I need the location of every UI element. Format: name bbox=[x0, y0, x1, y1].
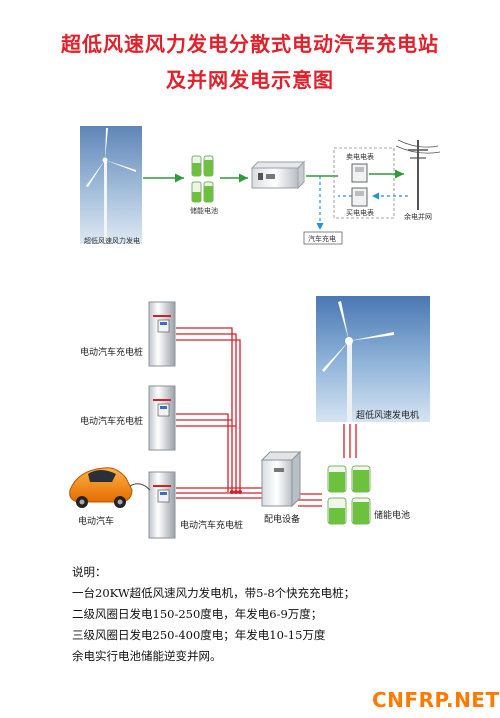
ev-charging-box bbox=[303, 231, 343, 245]
charger-pillar-2 bbox=[148, 385, 176, 451]
notes-line-3: 三级风圈日发电250-400度电；年发电10-15万度 bbox=[72, 628, 326, 642]
bottom-battery-icon bbox=[327, 465, 371, 525]
charger-label-2: 电动汽车充电桩 bbox=[80, 417, 144, 427]
sell-meter-label: 卖电电表 bbox=[346, 153, 374, 161]
grid-label: 余电并网 bbox=[404, 213, 432, 221]
inverter-icon bbox=[250, 160, 306, 190]
storage-battery-label: 储能电池 bbox=[374, 511, 411, 521]
buy-meter-icon bbox=[351, 187, 368, 207]
notes-line-2: 二级风圈日发电150-250度电，年发电6-9万度； bbox=[72, 607, 323, 621]
notes-section: 说明： 一台20KW超低风速风力发电机，带5-8个快充充电桩； 二级风圈日发电1… bbox=[72, 562, 355, 667]
top-storage-label: 储能电池 bbox=[190, 207, 218, 215]
distribution-label: 配电设备 bbox=[264, 515, 301, 525]
buy-meter-label: 买电电表 bbox=[346, 209, 374, 217]
charger-label-1: 电动汽车充电桩 bbox=[80, 348, 144, 358]
bottom-turbine-image bbox=[316, 296, 430, 422]
top-turbine-image bbox=[80, 126, 142, 244]
sell-meter-icon bbox=[351, 163, 368, 183]
bottom-turbine-label: 超低风速发电机 bbox=[356, 411, 420, 421]
ev-charging-label: 汽车充电 bbox=[308, 235, 336, 243]
top-turbine-label: 超低风速风力发电 bbox=[84, 237, 140, 245]
charger-label-3: 电动汽车充电桩 bbox=[180, 521, 244, 531]
power-cables bbox=[176, 327, 357, 507]
notes-line-1: 一台20KW超低风速风力发电机，带5-8个快充充电桩； bbox=[72, 586, 356, 600]
page-title: 超低风速风力发电分散式电动汽车充电站 bbox=[61, 32, 439, 56]
electric-car-label: 电动汽车 bbox=[78, 517, 115, 527]
cable-junctions bbox=[230, 490, 242, 494]
distribution-cabinet-icon bbox=[260, 450, 302, 508]
electric-car-image bbox=[69, 467, 151, 508]
meter-box bbox=[333, 147, 395, 219]
charger-pillar-3 bbox=[148, 471, 176, 539]
watermark-logo: CNFRP.NET bbox=[372, 688, 500, 712]
page-subtitle: 及并网发电示意图 bbox=[166, 68, 334, 92]
top-battery-icon bbox=[191, 155, 214, 203]
utility-pole-icon bbox=[395, 139, 441, 210]
charger-pillar-1 bbox=[148, 301, 176, 367]
notes-heading: 说明： bbox=[72, 565, 107, 579]
notes-line-4: 余电实行电池储能逆变并网。 bbox=[72, 649, 222, 663]
